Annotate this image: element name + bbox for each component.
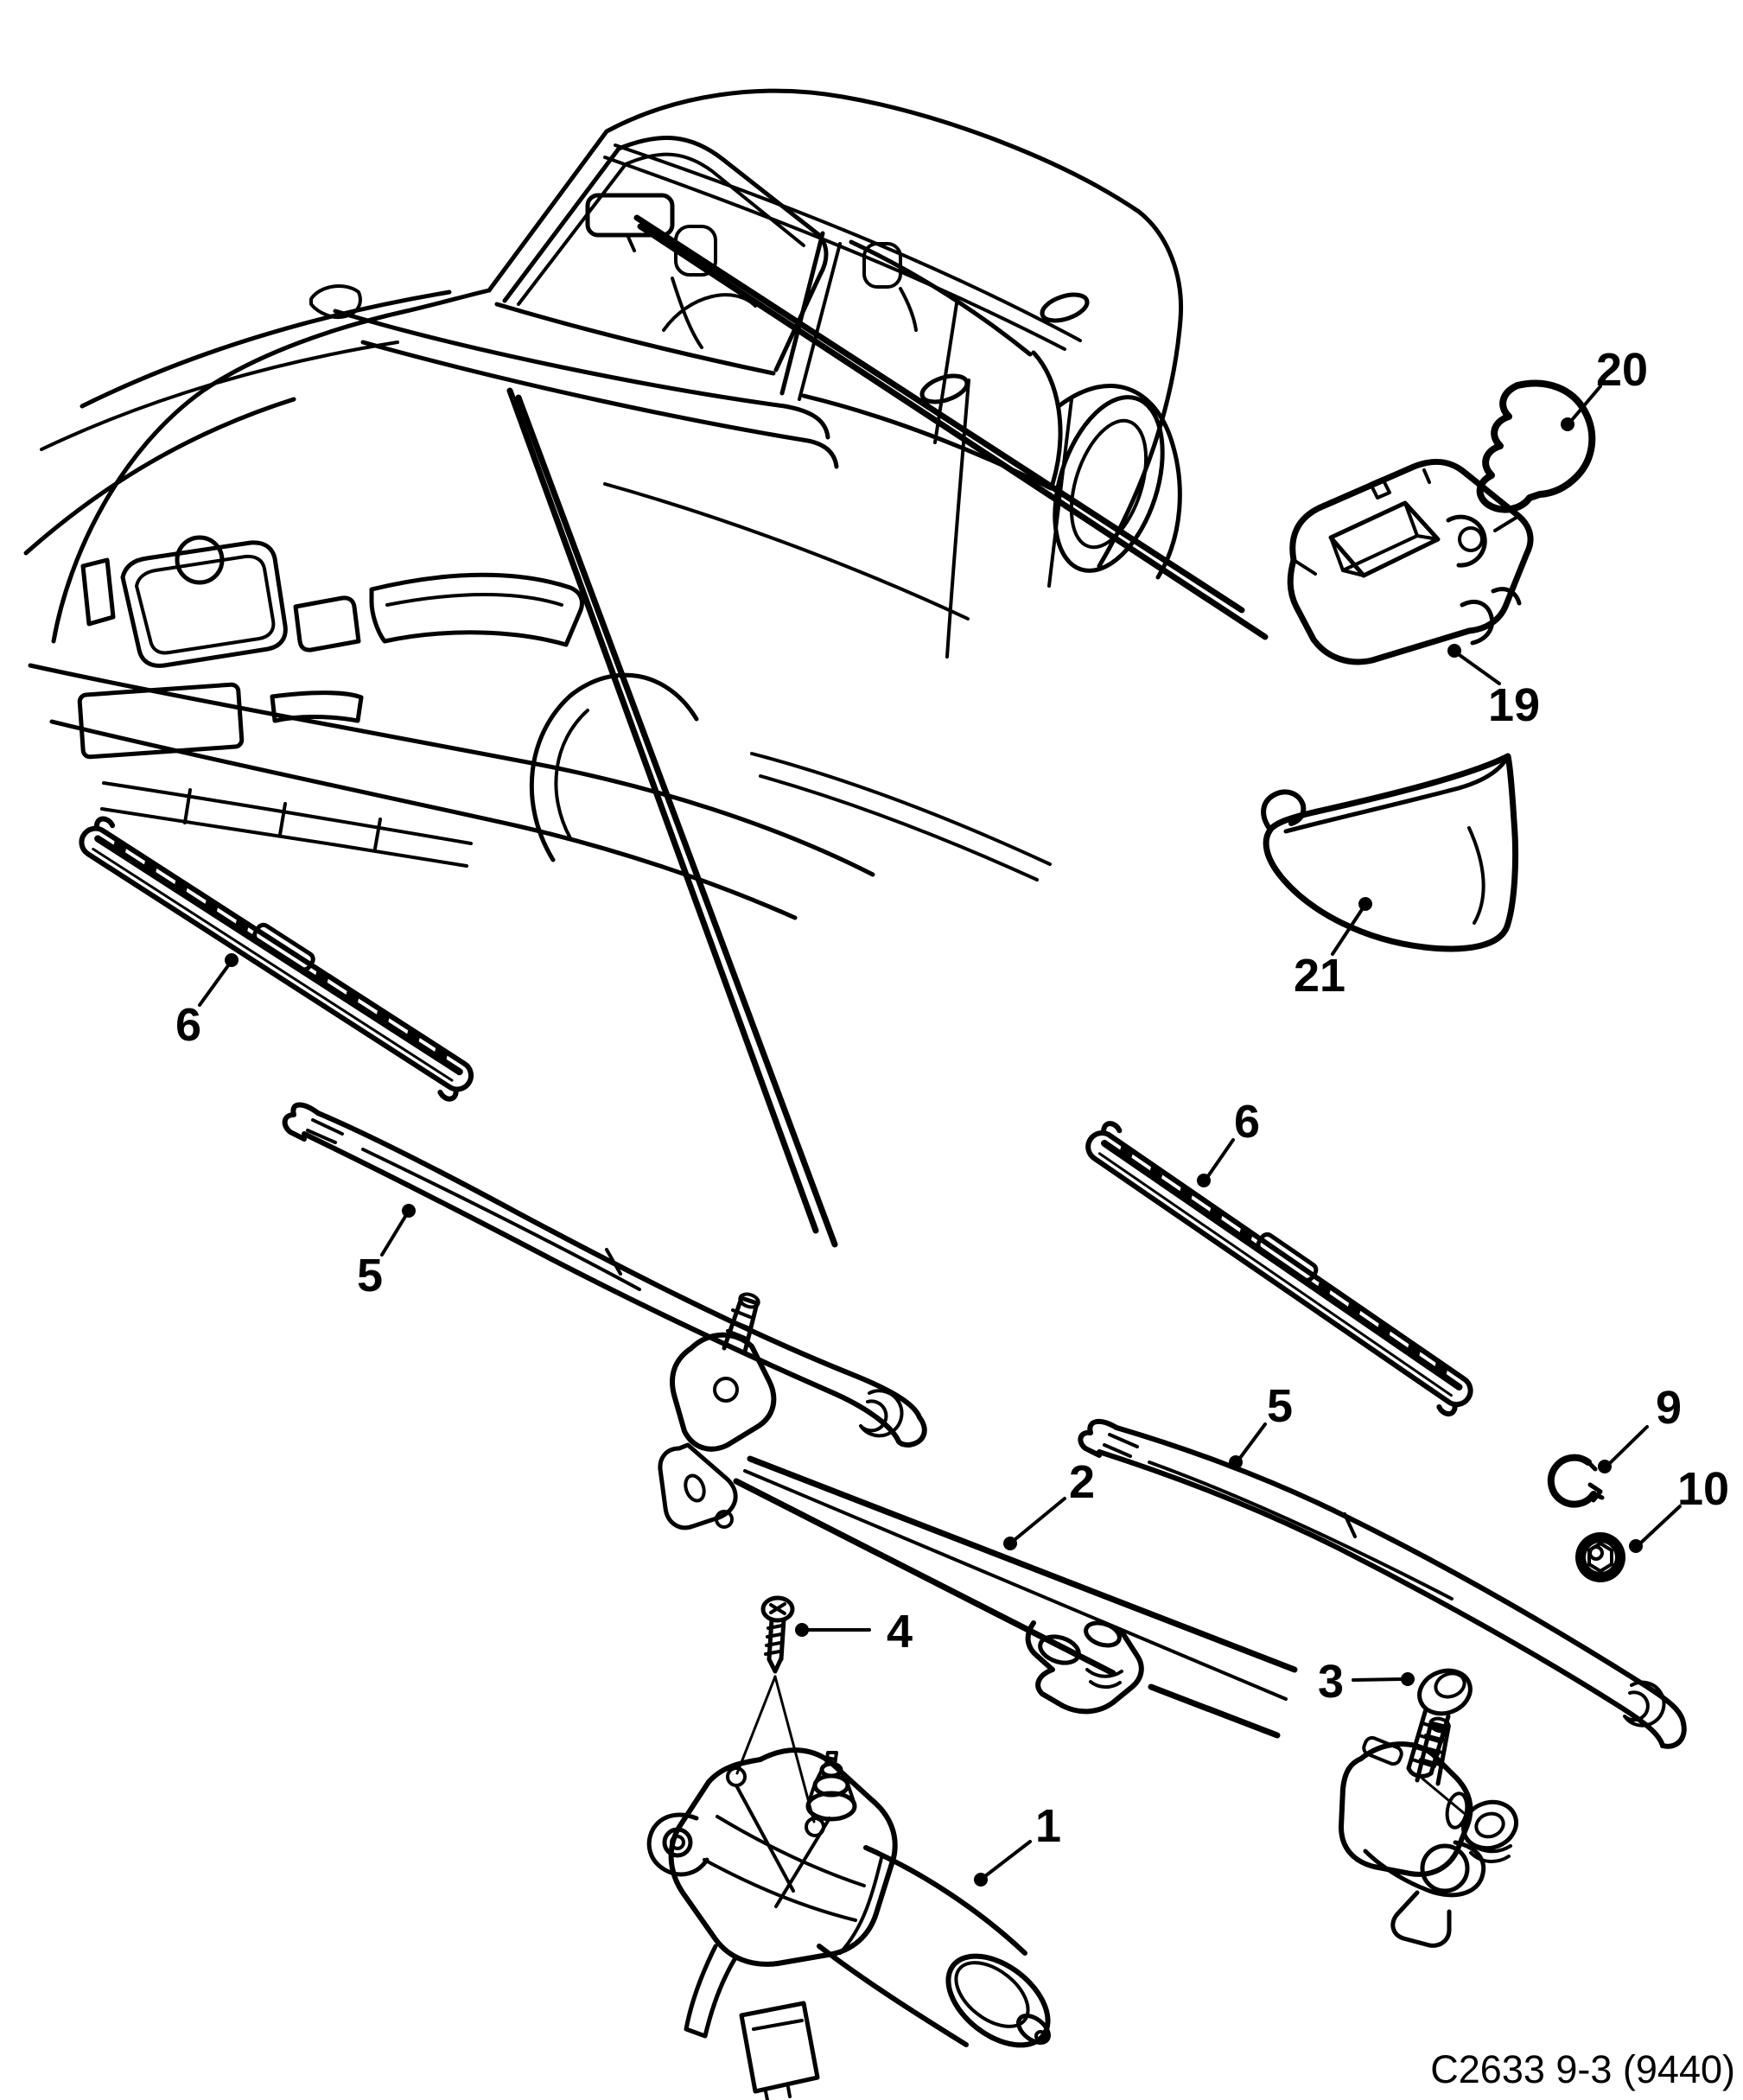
callout-linkage: 2: [1003, 1456, 1095, 1550]
callout-label-5-right: 5: [1267, 1380, 1293, 1432]
callout-label-10: 10: [1677, 1463, 1729, 1515]
callout-bolt: 3: [1318, 1656, 1415, 1708]
part-circlip: [1547, 1454, 1605, 1508]
callout-blade-left: 6: [175, 953, 239, 1051]
part-wiper-arm-left: [282, 1102, 927, 1448]
callout-screw: 4: [795, 1606, 913, 1658]
callout-cap-nut: 10: [1629, 1463, 1729, 1553]
callout-motor: 1: [974, 1800, 1061, 1887]
part-clip: [1476, 379, 1596, 513]
callout-label-9: 9: [1656, 1382, 1682, 1434]
callouts: 1 2 3 4 5 6 5: [175, 344, 1729, 1887]
part-sensor-housing: [1287, 459, 1534, 665]
part-wiper-arm-right: [1078, 1418, 1687, 1749]
callout-label-5-left: 5: [357, 1250, 383, 1301]
location-pointer-lines: [506, 214, 1269, 1248]
car-illustration: [23, 88, 1184, 920]
callout-circlip: 9: [1598, 1382, 1682, 1473]
callout-label-21: 21: [1294, 950, 1345, 1002]
drawing-code-caption: C2633 9-3 (9440): [1430, 2047, 1735, 2091]
callout-label-4: 4: [887, 1606, 913, 1658]
callout-arm-left: 5: [357, 1204, 416, 1301]
callout-sensor-housing: 19: [1447, 644, 1540, 731]
callout-label-1: 1: [1035, 1800, 1061, 1852]
callout-blade-right: 6: [1197, 1096, 1260, 1187]
part-wiper-motor: [646, 1747, 1051, 2100]
callout-label-20: 20: [1596, 344, 1648, 396]
callout-label-2: 2: [1069, 1456, 1095, 1508]
part-bolt: [1406, 1668, 1473, 1815]
part-wiper-blade-right: [1076, 1118, 1482, 1419]
callout-clip: 20: [1561, 344, 1648, 431]
part-cover: [1261, 753, 1519, 952]
part-cap-nut: [1575, 1532, 1625, 1582]
callout-label-3: 3: [1318, 1656, 1344, 1708]
callout-cover: 21: [1294, 897, 1372, 1002]
callout-arm-right: 5: [1229, 1380, 1293, 1469]
callout-label-19: 19: [1488, 679, 1540, 731]
callout-label-6-right: 6: [1234, 1096, 1260, 1148]
part-linkage-frame: [658, 1292, 1518, 1948]
callout-label-6-left: 6: [175, 999, 201, 1051]
